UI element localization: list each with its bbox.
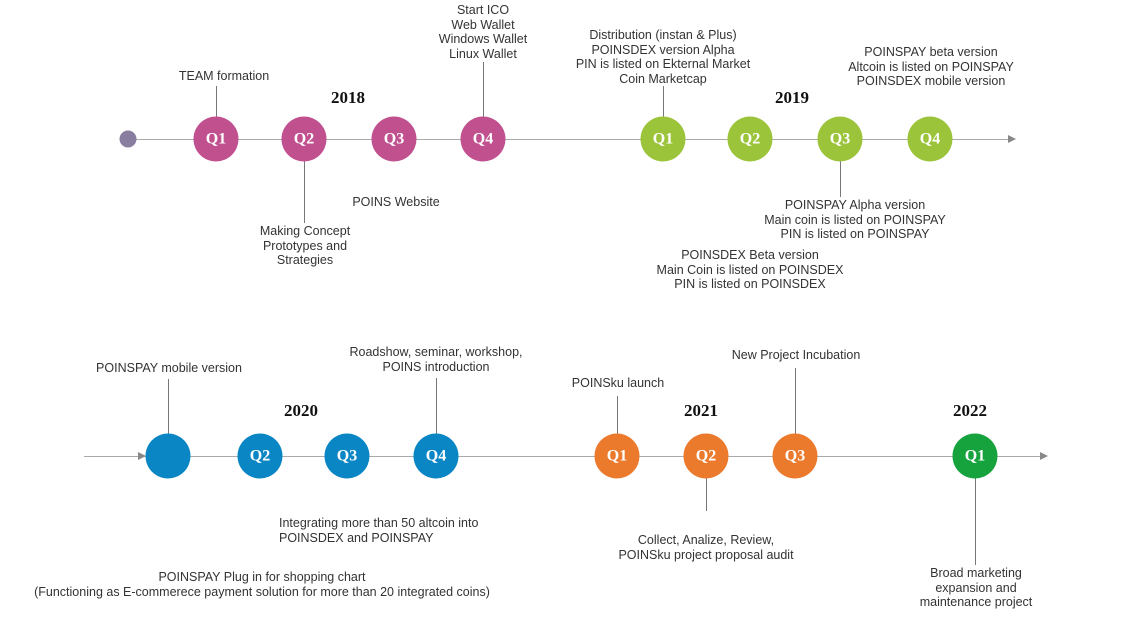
node-2019-q2: Q2 [727,116,773,162]
connector-poinsku [617,396,618,435]
year-2018-label: 2018 [331,88,365,107]
note-start-ico: Start ICO Web Wallet Windows Wallet Linu… [438,3,528,61]
connector-incubation [795,368,796,435]
node-2020-q2: Q2 [237,433,283,479]
connector-roadshow [436,378,437,435]
note-poinspay-alpha: POINSPAY Alpha version Main coin is list… [764,198,946,241]
note-poinspay-mobile: POINSPAY mobile version [96,361,242,375]
node-2020-q1 [145,433,191,479]
note-poinsku-launch: POINSku launch [571,376,665,390]
timeline-row2-arrow [1040,452,1048,460]
node-2018-q4: Q4 [460,116,506,162]
connector-distribution [663,86,664,118]
connector-collect [706,477,707,511]
node-2020-q4: Q4 [413,433,459,479]
timeline-row1-line [130,139,1010,140]
note-roadshow: Roadshow, seminar, workshop, POINS intro… [349,345,523,374]
year-2019-label: 2019 [775,88,809,107]
timeline-row2-mid-arrow [138,452,146,460]
node-2022-q1: Q1 [952,433,998,479]
node-2019-q4: Q4 [907,116,953,162]
note-poins-website: POINS Website [352,195,440,209]
year-2021-label: 2021 [684,401,718,420]
node-2020-q3: Q3 [324,433,370,479]
node-2018-q2: Q2 [281,116,327,162]
note-poinsdex-beta: POINSDEX Beta version Main Coin is liste… [656,248,844,291]
timeline-start-dot [119,130,137,148]
timeline-row2-line [84,456,1042,457]
note-poinspay-beta: POINSPAY beta version Altcoin is listed … [848,45,1014,88]
note-team-formation: TEAM formation [178,69,270,83]
note-collect-analize: Collect, Analize, Review, POINSku projec… [618,533,794,562]
note-making-concept: Making Concept Prototypes and Strategies [259,224,351,267]
note-distribution: Distribution (instan & Plus) POINSDEX ve… [575,28,751,86]
node-2021-q3: Q3 [772,433,818,479]
node-2018-q3: Q3 [371,116,417,162]
note-broad-marketing: Broad marketing expansion and maintenanc… [919,566,1033,609]
connector-payalpha [840,161,841,197]
node-2018-q1: Q1 [193,116,239,162]
connector-concept [304,161,305,223]
connector-team [216,86,217,118]
timeline-row1-arrow [1008,135,1016,143]
node-2019-q1: Q1 [640,116,686,162]
node-2019-q3: Q3 [817,116,863,162]
note-new-project-incubation: New Project Incubation [731,348,861,362]
connector-broad [975,477,976,565]
node-2021-q1: Q1 [594,433,640,479]
year-2022-label: 2022 [953,401,987,420]
note-integrating-altcoin: Integrating more than 50 altcoin into PO… [279,516,479,545]
connector-ico [483,62,484,118]
year-2020-label: 2020 [284,401,318,420]
note-poinspay-plugin: POINSPAY Plug in for shopping chart (Fun… [34,570,490,599]
node-2021-q2: Q2 [683,433,729,479]
connector-paymobile [168,379,169,435]
